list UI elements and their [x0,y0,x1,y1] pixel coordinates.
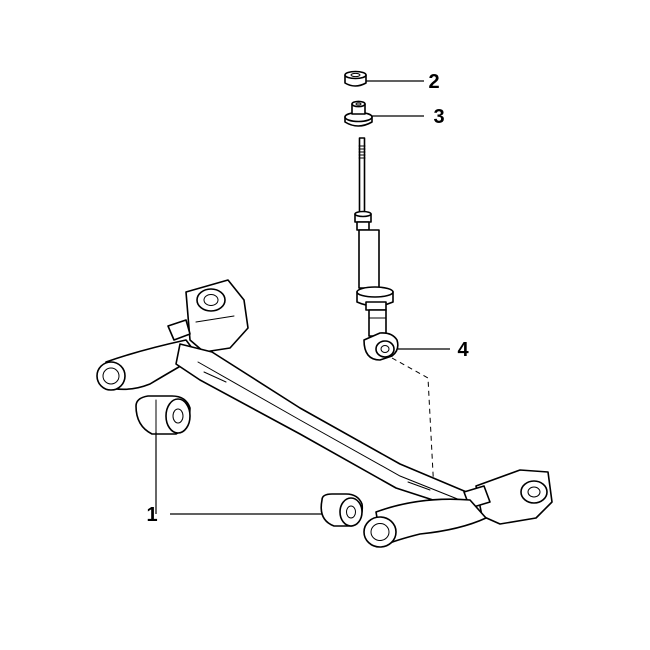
callout-leaders [155,80,450,515]
callout-2: 2 [428,71,439,93]
callout-3: 3 [433,106,444,128]
callout-4: 4 [457,339,469,361]
trailing-arm-bushing-right [320,493,364,527]
trailing-arm-bushing-left [135,395,191,435]
shock-absorber-cushion [344,100,373,127]
torsion-beam-axle [96,279,553,548]
alignment-line [391,357,435,493]
callout-1: 1 [146,504,157,526]
shock-absorber [354,137,399,361]
shock-absorber-cap [344,70,367,87]
